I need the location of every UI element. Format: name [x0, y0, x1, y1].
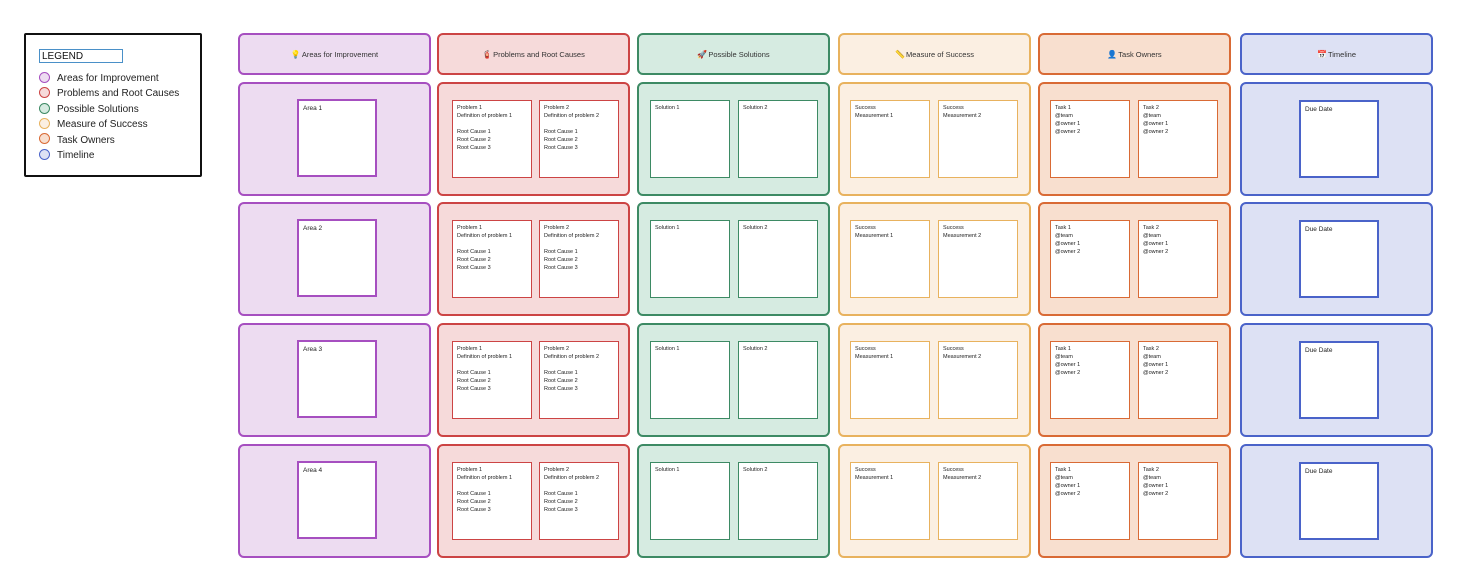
column-header-title: Measure of Success [906, 49, 974, 59]
success-measurement-note[interactable]: Success Measurement 2 [938, 462, 1018, 540]
success-measurement-note[interactable]: Success Measurement 2 [938, 341, 1018, 419]
column-header-timeline[interactable]: 📅Timeline [1240, 33, 1433, 75]
solution-note[interactable]: Solution 2 [738, 462, 818, 540]
problem-note[interactable]: Problem 1 Definition of problem 1 Root C… [452, 341, 532, 419]
legend-item-label: Measure of Success [57, 119, 148, 131]
task-note[interactable]: Task 1 @team @owner 1 @owner 2 [1050, 341, 1130, 419]
legend-dot-areas [39, 71, 50, 83]
task-note[interactable]: Task 1 @team @owner 1 @owner 2 [1050, 462, 1130, 540]
column-header-title: Areas for Improvement [301, 49, 379, 59]
calendar-icon: 📅 [1316, 49, 1327, 59]
area-note[interactable]: Area 4 [297, 461, 377, 539]
success-measurement-note[interactable]: Success Measurement 1 [850, 462, 930, 540]
solution-note[interactable]: Solution 2 [738, 341, 818, 419]
column-header-title: Timeline [1327, 49, 1357, 59]
legend-item-label: Areas for Improvement [57, 73, 159, 84]
legend-item-problems: Problems and Root Causes [39, 87, 179, 101]
legend-dot-solutions [39, 102, 50, 114]
column-header-title: Problems and Root Causes [493, 49, 585, 59]
problem-note[interactable]: Problem 2 Definition of problem 2 Root C… [539, 220, 619, 298]
lightbulb-icon: 💡 [290, 49, 301, 59]
legend-item-solutions: Possible Solutions [39, 102, 139, 117]
problem-note[interactable]: Problem 2 Definition of problem 2 Root C… [539, 462, 619, 540]
problem-note[interactable]: Problem 2 Definition of problem 2 Root C… [539, 100, 619, 178]
task-note[interactable]: Task 2 @team @owner 1 @owner 2 [1138, 341, 1218, 419]
success-measurement-note[interactable]: Success Measurement 2 [938, 220, 1018, 298]
rocket-icon: 🚀 [697, 49, 708, 59]
solution-note[interactable]: Solution 1 [650, 462, 730, 540]
task-note[interactable]: Task 1 @team @owner 1 @owner 2 [1050, 220, 1130, 298]
problem-note[interactable]: Problem 1 Definition of problem 1 Root C… [452, 100, 532, 178]
legend-item-owners: Task Owners [39, 133, 115, 148]
legend-item-timeline: Timeline [39, 148, 95, 163]
legend-item-measure: Measure of Success [39, 118, 148, 132]
due-date-note[interactable]: Due Date [1299, 341, 1379, 419]
success-measurement-note[interactable]: Success Measurement 2 [938, 100, 1018, 178]
legend-dot-timeline [39, 148, 50, 160]
legend-title[interactable]: LEGEND [39, 49, 123, 63]
legend-dot-measure [39, 118, 50, 130]
column-header-owners[interactable]: 👤Task Owners [1038, 33, 1231, 75]
task-note[interactable]: Task 2 @team @owner 1 @owner 2 [1138, 100, 1218, 178]
due-date-note[interactable]: Due Date [1299, 462, 1379, 540]
column-header-solutions[interactable]: 🚀Possible Solutions [637, 33, 830, 75]
due-date-note[interactable]: Due Date [1299, 220, 1379, 298]
success-measurement-note[interactable]: Success Measurement 1 [850, 100, 930, 178]
legend-item-label: Possible Solutions [57, 103, 139, 115]
due-date-note[interactable]: Due Date [1299, 100, 1379, 178]
ruler-icon: 📏 [895, 49, 905, 59]
problem-note[interactable]: Problem 1 Definition of problem 1 Root C… [452, 462, 532, 540]
fire-extinguisher-icon: 🧯 [482, 49, 493, 59]
column-header-measure[interactable]: 📏Measure of Success [838, 33, 1031, 75]
column-header-title: Task Owners [1118, 49, 1162, 59]
legend-dot-problems [39, 87, 50, 99]
problem-note[interactable]: Problem 1 Definition of problem 1 Root C… [452, 220, 532, 298]
area-note[interactable]: Area 3 [297, 340, 377, 418]
task-note[interactable]: Task 2 @team @owner 1 @owner 2 [1138, 462, 1218, 540]
area-note[interactable]: Area 2 [297, 219, 377, 297]
solution-note[interactable]: Solution 2 [738, 100, 818, 178]
area-note[interactable]: Area 1 [297, 99, 377, 177]
column-header-problems[interactable]: 🧯Problems and Root Causes [437, 33, 630, 75]
task-note[interactable]: Task 1 @team @owner 1 @owner 2 [1050, 100, 1130, 178]
column-header-title: Possible Solutions [708, 49, 770, 59]
success-measurement-note[interactable]: Success Measurement 1 [850, 341, 930, 419]
success-measurement-note[interactable]: Success Measurement 1 [850, 220, 930, 298]
legend-item-label: Timeline [57, 150, 95, 161]
legend-item-label: Problems and Root Causes [57, 88, 180, 100]
legend-dot-owners [39, 133, 50, 145]
problem-note[interactable]: Problem 2 Definition of problem 2 Root C… [539, 341, 619, 419]
solution-note[interactable]: Solution 1 [650, 100, 730, 178]
legend-item-label: Task Owners [57, 134, 115, 146]
solution-note[interactable]: Solution 1 [650, 220, 730, 298]
task-note[interactable]: Task 2 @team @owner 1 @owner 2 [1138, 220, 1218, 298]
column-header-areas[interactable]: 💡Areas for Improvement [238, 33, 431, 75]
person-icon: 👤 [1107, 49, 1118, 59]
legend-item-areas: Areas for Improvement [39, 71, 159, 86]
solution-note[interactable]: Solution 2 [738, 220, 818, 298]
solution-note[interactable]: Solution 1 [650, 341, 730, 419]
